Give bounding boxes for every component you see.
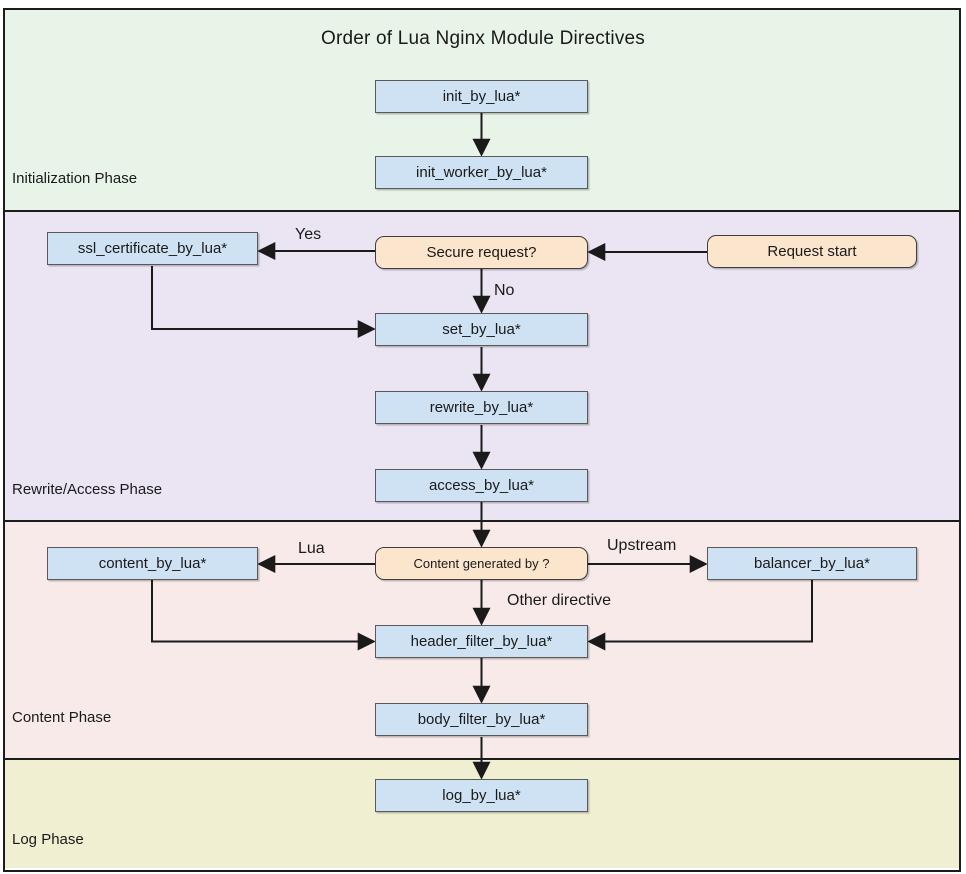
node-body-filter-by-lua: body_filter_by_lua* (375, 703, 588, 736)
phase-label-initialization: Initialization Phase (12, 170, 138, 187)
node-balancer-by-lua: balancer_by_lua* (707, 547, 917, 580)
node-init-by-lua: init_by_lua* (375, 80, 588, 113)
node-init-worker-by-lua: init_worker_by_lua* (375, 156, 588, 189)
node-secure-request: Secure request? (375, 236, 588, 269)
node-set-by-lua: set_by_lua* (375, 313, 588, 346)
node-rewrite-by-lua: rewrite_by_lua* (375, 391, 588, 424)
edge-label-upstream: Upstream (607, 537, 677, 554)
edge-label-no: No (494, 282, 515, 299)
phase-label-rewrite-access: Rewrite/Access Phase (12, 481, 163, 498)
edge-label-yes: Yes (295, 226, 322, 243)
phase-band-log (5, 758, 959, 868)
node-log-by-lua: log_by_lua* (375, 779, 588, 812)
diagram-frame (3, 8, 961, 872)
phase-label-content: Content Phase (12, 709, 112, 726)
node-header-filter-by-lua: header_filter_by_lua* (375, 625, 588, 658)
node-ssl-certificate-by-lua: ssl_certificate_by_lua* (47, 232, 258, 265)
node-access-by-lua: access_by_lua* (375, 469, 588, 502)
edge-label-lua: Lua (298, 540, 325, 557)
edge-label-other-directive: Other directive (507, 592, 612, 609)
node-content-by-lua: content_by_lua* (47, 547, 258, 580)
node-content-generated-by: Content generated by ? (375, 547, 588, 580)
phase-label-log: Log Phase (12, 831, 84, 848)
node-request-start: Request start (707, 235, 917, 268)
diagram-title: Order of Lua Nginx Module Directives (320, 28, 645, 49)
